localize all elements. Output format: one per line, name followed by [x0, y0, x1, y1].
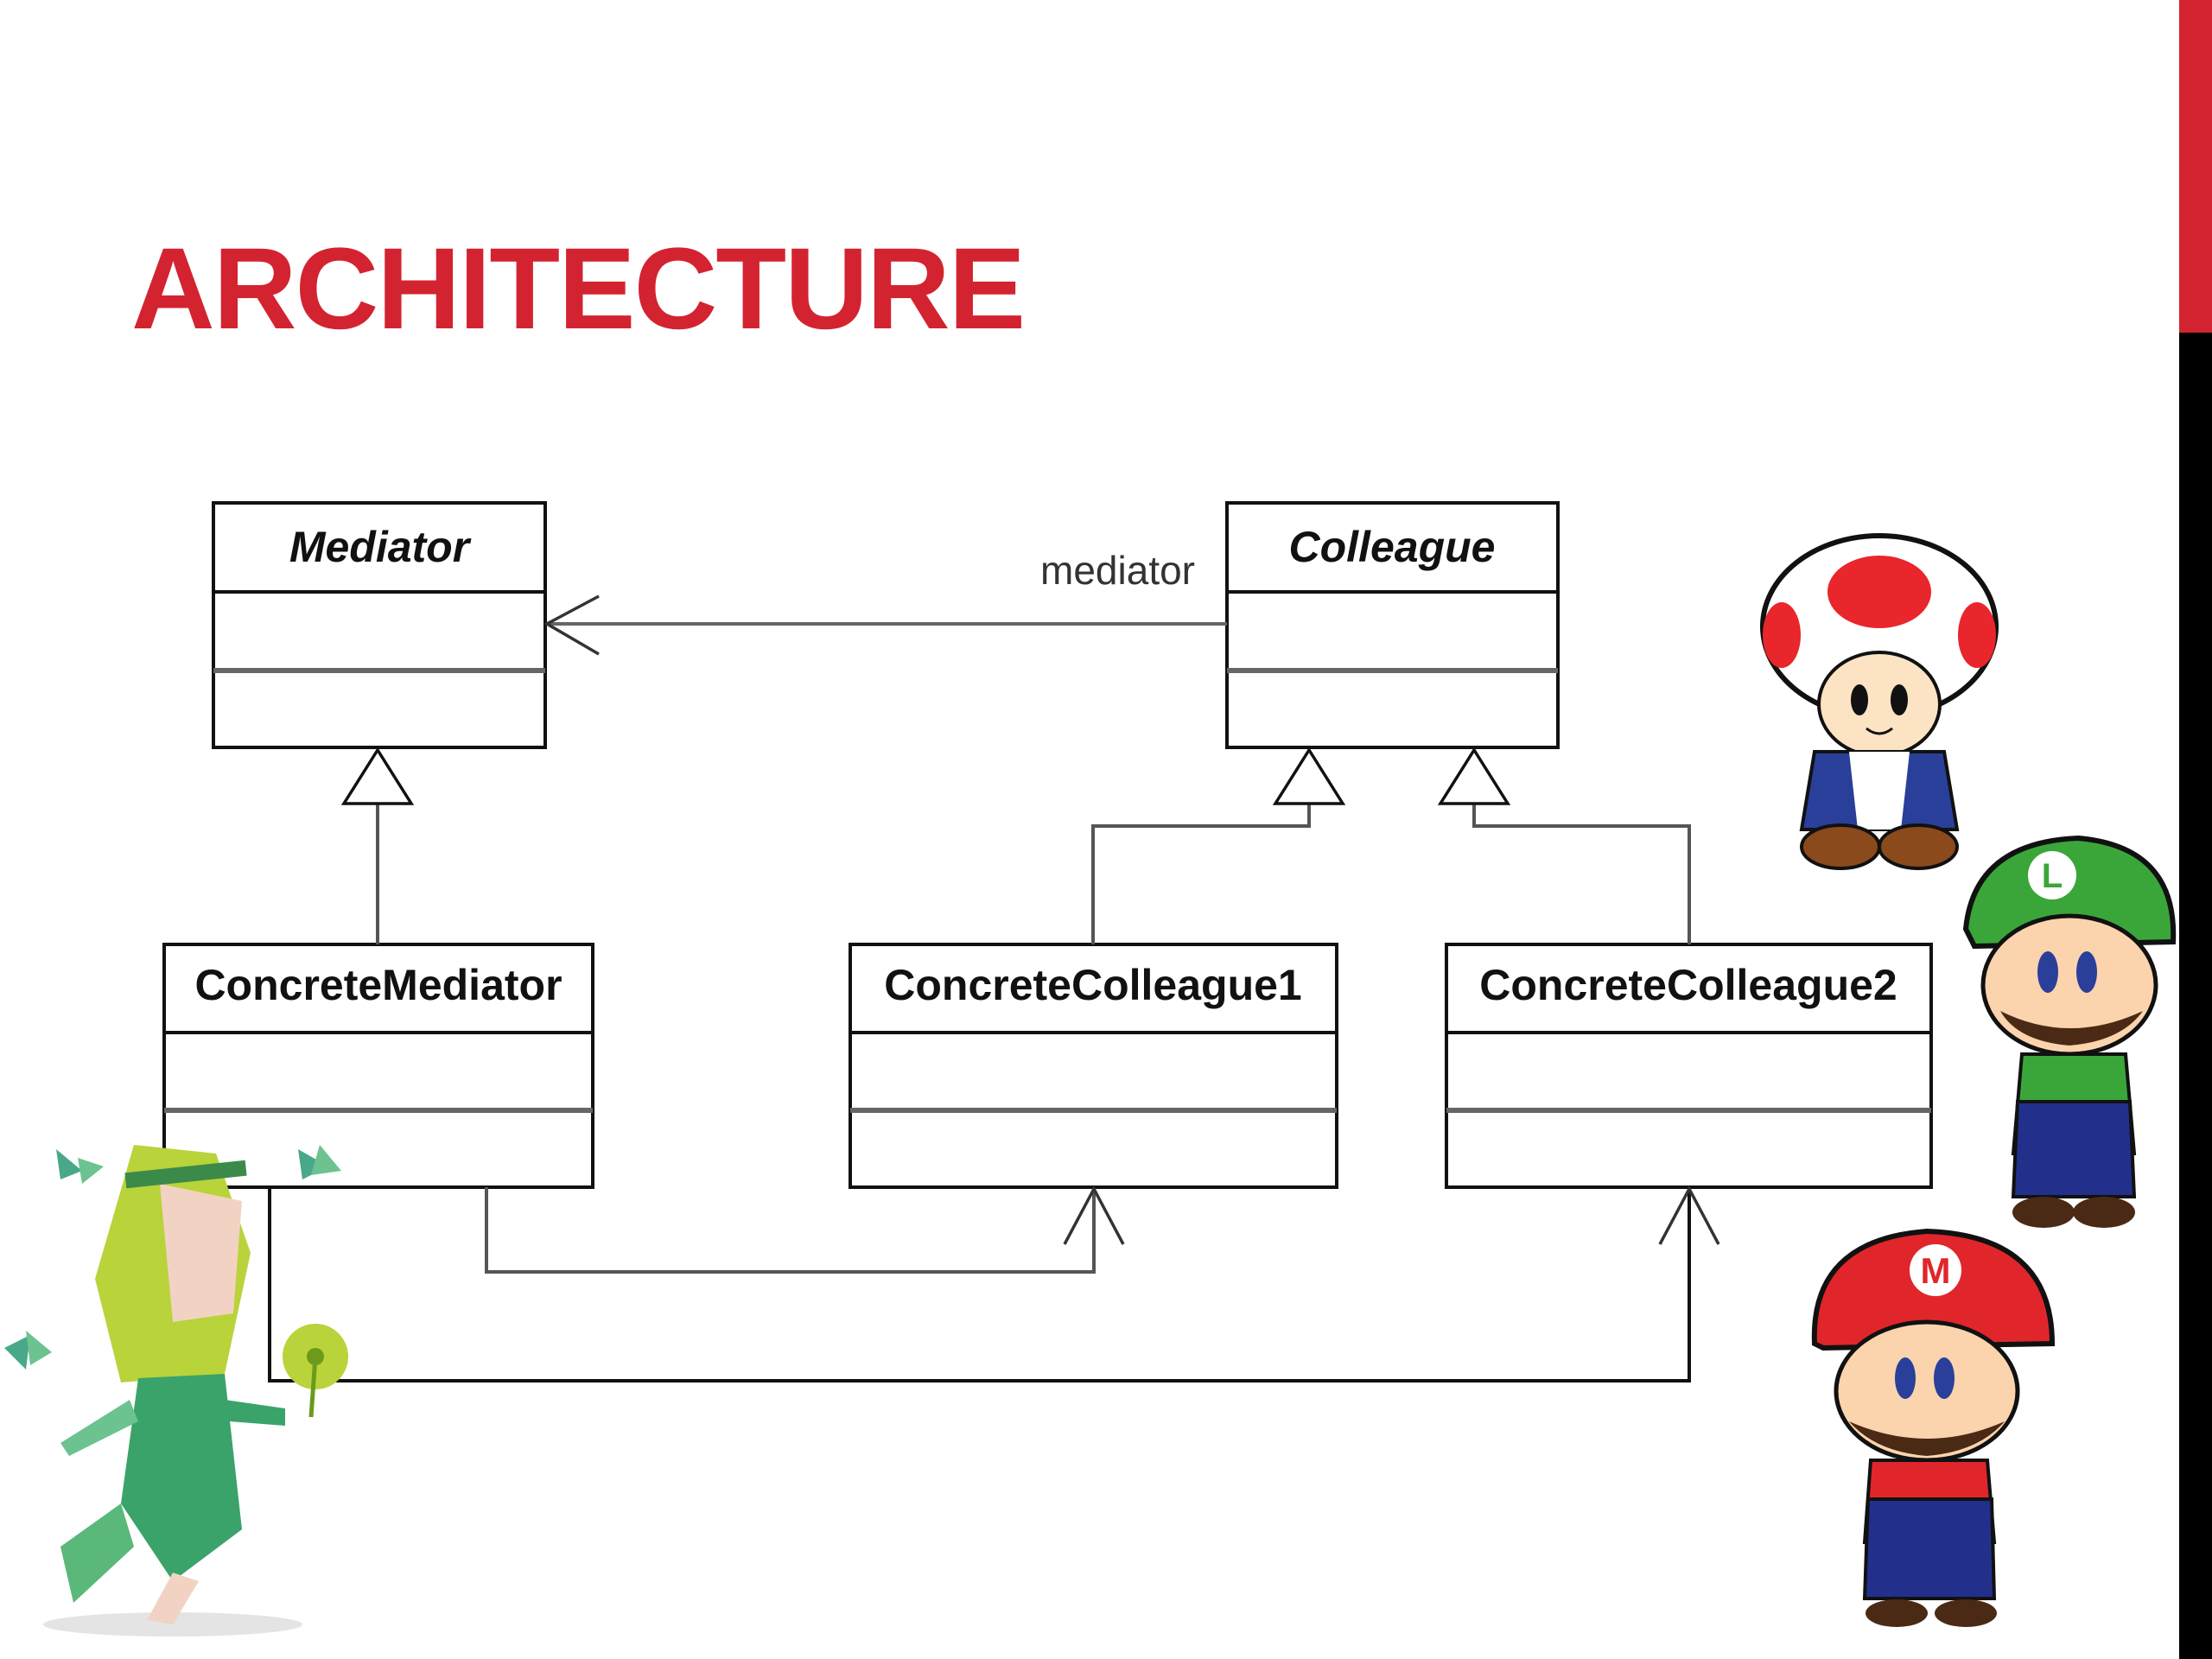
slide-title: ARCHITECTURE [131, 225, 1026, 353]
association-colleague-mediator: mediator [543, 548, 1227, 656]
luigi-cap-letter: L [2042, 857, 2063, 895]
generalization-concrete-colleague1 [1091, 747, 1346, 944]
mario-cap-letter: M [1921, 1250, 1951, 1291]
class-colleague: Colleague [1225, 501, 1560, 749]
class-concrete-mediator: ConcreteMediator [162, 943, 594, 1189]
class-name-concrete-colleague2: ConcreteColleague2 [1479, 961, 1897, 1009]
class-concrete-colleague2: ConcreteColleague2 [1445, 943, 1933, 1189]
class-name-concrete-colleague1: ConcreteColleague1 [884, 961, 1301, 1009]
luigi-illustration: L [1962, 835, 2177, 1228]
class-name-colleague: Colleague [1289, 523, 1496, 571]
mario-illustration: M [1811, 1228, 2056, 1627]
edge-bar [2179, 333, 2212, 1659]
accent-bar [2179, 0, 2212, 333]
class-mediator: Mediator [212, 501, 547, 749]
association-mediator-colleague1 [485, 1185, 1125, 1274]
class-concrete-colleague1: ConcreteColleague1 [849, 943, 1338, 1189]
toad-illustration [1760, 533, 1999, 870]
generalization-concrete-colleague2 [1437, 747, 1691, 944]
class-name-concrete-mediator: ConcreteMediator [194, 961, 562, 1009]
role-label-mediator: mediator [1040, 548, 1195, 593]
fairy-illustration [4, 1145, 348, 1637]
association-mediator-colleague2 [268, 1185, 1720, 1382]
class-name-mediator: Mediator [289, 523, 472, 571]
generalization-concrete-mediator [340, 747, 415, 944]
